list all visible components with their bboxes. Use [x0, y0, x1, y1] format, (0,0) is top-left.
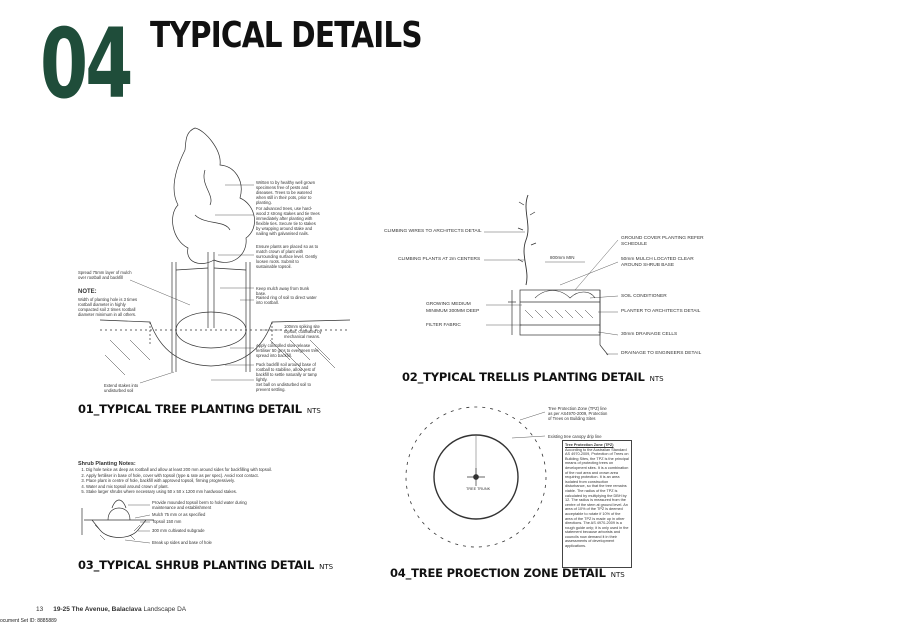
tpz-line-note: Tree Protection Zone (TPZ) line as per A…: [548, 406, 608, 421]
shrub-label-berm: Provide mounded topsoil berm to hold wat…: [152, 500, 247, 510]
shrub-note: Place plant in centre of hole, backfill …: [86, 478, 278, 484]
trellis-label-medium: GROWING MEDIUM: [426, 302, 471, 307]
shrub-note: Dig hole twice as deep as rootball and a…: [86, 467, 278, 473]
shrub-note: Water and mix topsoil around crown of pl…: [86, 484, 278, 490]
tree-label-3: Ensure plants are placed so as to match …: [256, 244, 319, 269]
trellis-label-conditioner: SOIL CONDITIONER: [621, 294, 667, 299]
tree-label-2: For advanced trees, use hard-wood 2 stro…: [256, 206, 320, 236]
trellis-label-depth: MINIMUM 300MM DEEP: [426, 309, 480, 314]
tree-label-4: Keep mulch away from trunk base.: [256, 286, 310, 296]
page-footer: 13 19-25 The Avenue, Balaclava Landscape …: [36, 606, 186, 613]
trellis-label-planter: PLANTER TO ARCHITECTS DETAIL: [621, 309, 701, 314]
shrub-note: Stake larger shrubs where necessary usin…: [86, 489, 278, 495]
shrub-label-break: Break up sides and base of hole: [152, 540, 212, 545]
tpz-info-title: Tree Protection Zone (TPZ): [565, 443, 614, 447]
tpz-info-box: Tree Protection Zone (TPZ) According to …: [562, 440, 632, 568]
tree-label-9: Set ball on undisturbed soil to prevent …: [256, 382, 311, 392]
trellis-dimension: 800mm MIN: [550, 255, 575, 260]
tpz-trunk-label: TREE TRUNK: [466, 487, 491, 491]
tree-note-heading: NOTE:: [78, 289, 97, 295]
shrub-notes-title: Shrub Planting Notes:: [78, 461, 136, 467]
page-number: 13: [36, 606, 44, 613]
section-number: 04: [40, 8, 133, 120]
document-set-id: ocument Set ID: 8885889: [0, 618, 57, 624]
tree-label-5: Raised ring of soil to direct water into…: [256, 295, 317, 305]
trellis-label-cells: 30mm DRAINAGE CELLS: [621, 332, 678, 337]
shrub-label-subgrade: 300 mm cultivated subgrade: [152, 528, 205, 533]
shrub-notes: Shrub Planting Notes: Dig hole twice as …: [78, 461, 278, 495]
project-name: 19-25 The Avenue, Balaclava: [53, 606, 142, 613]
trellis-label-wires: CLIMBING WIRES TO ARCHITECTS DETAIL: [384, 229, 482, 234]
tpz-canopy-note: Existing tree canopy drip line: [548, 434, 602, 439]
tree-label-6: 100mm spiking site topsoil, cultivated b…: [284, 324, 322, 339]
document-type: Landscape DA: [143, 606, 187, 613]
page-title: TYPICAL DETAILS: [150, 15, 423, 56]
tree-label-1: Written to by healthy well grown specime…: [256, 180, 316, 205]
shrub-label-topsoil: Topsoil 150 mm: [152, 519, 182, 524]
tree-stakes-label: Extend stakes into undisturbed soil: [104, 383, 139, 393]
trellis-label-groundcover: GROUND COVER PLANTING REFER SCHEDULE: [621, 236, 704, 247]
tree-mulch-label: Spread 75mm layer of mulch over rootball…: [78, 270, 132, 280]
trellis-label-fabric: FILTER FABRIC: [426, 323, 461, 328]
tree-label-8: Pack backfill soil around base of rootba…: [256, 362, 317, 382]
trellis-label-drainage: DRAINAGE TO ENGINEERS DETAIL: [621, 351, 702, 356]
shrub-note: Apply fertiliser in base of hole, cover …: [86, 473, 278, 479]
trellis-label-mulch: 50mm MULCH LOCATED CLEAR AROUND SHRUB BA…: [621, 257, 694, 268]
tree-label-7: Apply controlled slow release fertiliser…: [256, 343, 319, 358]
tree-note-body: Width of planting hole is 3 times rootba…: [78, 297, 138, 317]
tpz-info-body: According to the Australian Standard AS …: [565, 447, 629, 549]
shrub-label-mulch: Mulch 75 mm or as specified: [152, 512, 206, 517]
trellis-label-plants: CLIMBING PLANTS AT 2m CENTERS: [398, 257, 481, 262]
